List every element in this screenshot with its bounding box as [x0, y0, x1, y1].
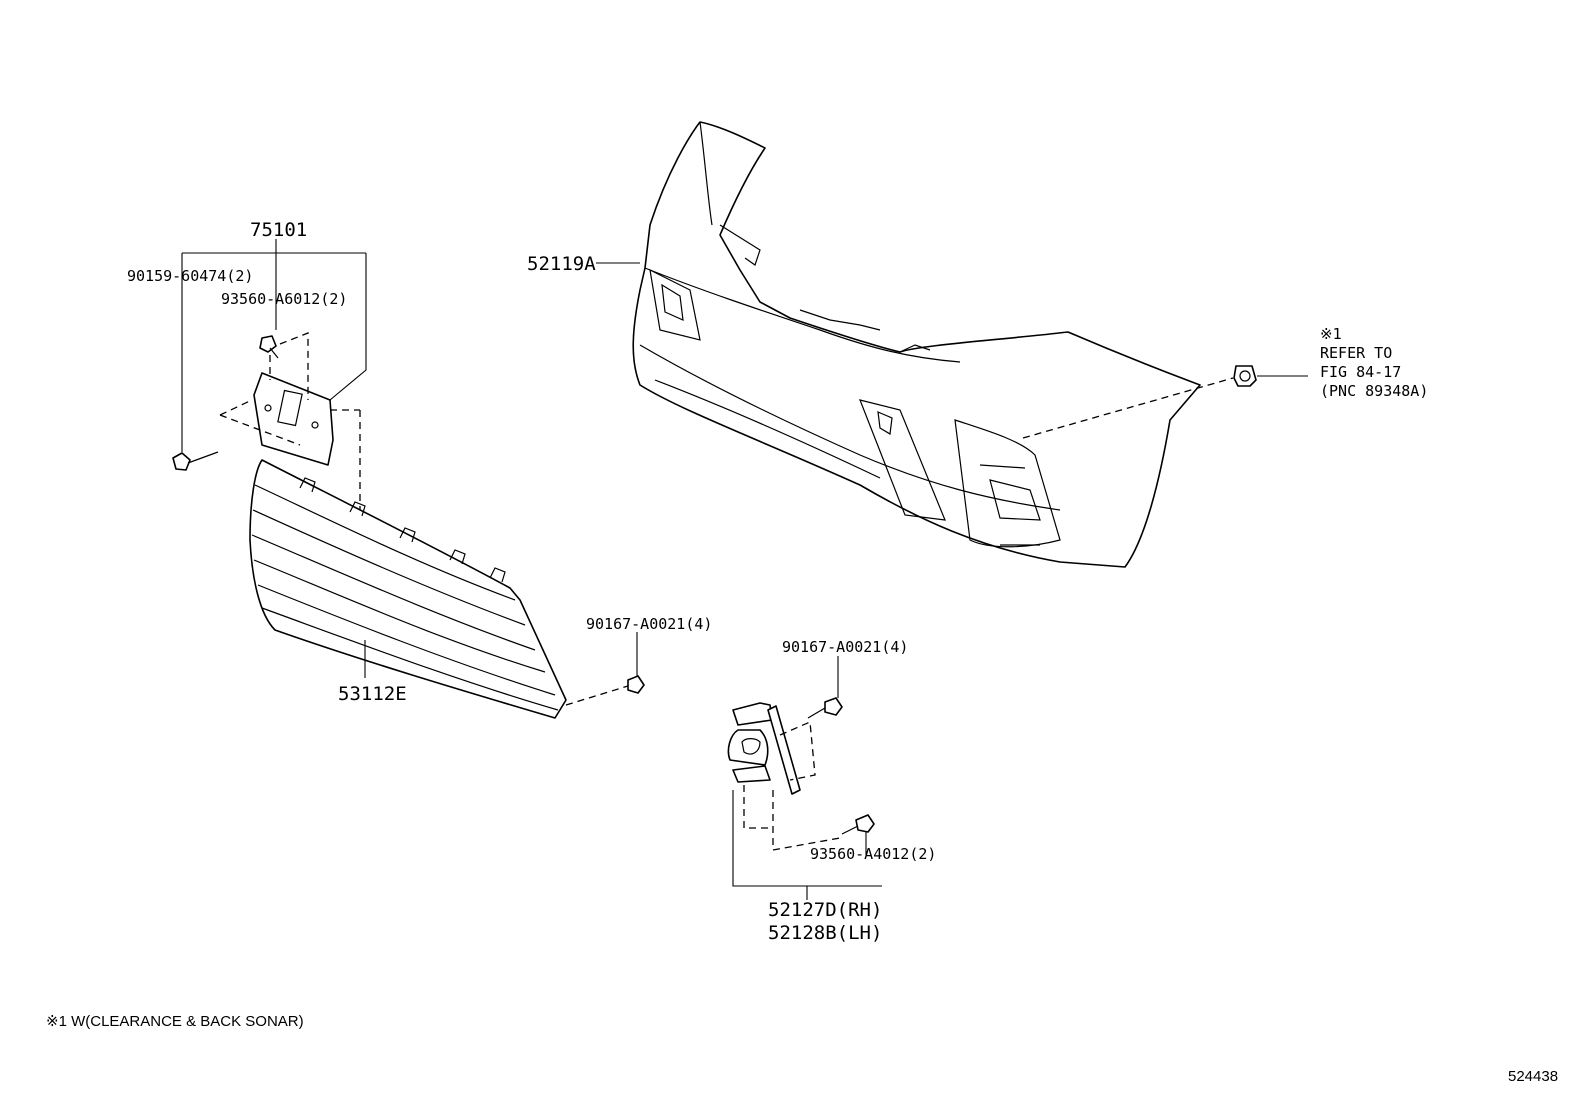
license-bracket-drawing [253, 372, 334, 466]
figure-number: 524438 [1508, 1068, 1559, 1085]
reference-mark: ※1 [1320, 325, 1342, 343]
grille-drawing [249, 459, 567, 719]
part-number-53112e: 53112E [338, 683, 407, 705]
sonar-sensor-drawing [1233, 365, 1257, 387]
part-number-52127d: 52127D(RH) [768, 899, 883, 921]
reference-line-3: (PNC 89348A) [1320, 382, 1429, 400]
clip-a0021-right-drawing [807, 697, 843, 719]
bumper-cover-drawing [632, 121, 1201, 568]
part-number-52128b: 52128B(LH) [768, 922, 883, 944]
fog-cover-drawing [727, 702, 801, 795]
part-number-75101: 75101 [250, 219, 308, 241]
part-number-93560-a6012: 93560-A6012(2) [221, 290, 348, 308]
reference-line-2: FIG 84-17 [1320, 363, 1402, 381]
clip-a6012-drawing [259, 335, 279, 359]
part-number-90159-60474: 90159-60474(2) [127, 267, 254, 285]
part-number-93560-a4012: 93560-A4012(2) [810, 845, 937, 863]
part-number-90167-a0021-right: 90167-A0021(4) [782, 638, 909, 656]
reference-line-1: REFER TO [1320, 344, 1393, 362]
footnote: ※1 W(CLEARANCE & BACK SONAR) [46, 1013, 304, 1030]
part-number-52119a: 52119A [527, 253, 596, 275]
screw-60474-drawing [172, 451, 219, 471]
screw-a4012-drawing [841, 814, 875, 835]
part-number-90167-a0021-left: 90167-A0021(4) [586, 615, 713, 633]
clip-a0021-left-drawing [627, 675, 645, 694]
